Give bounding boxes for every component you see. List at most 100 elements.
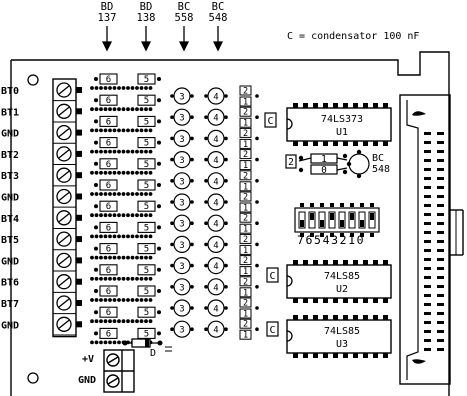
chip-pin: [373, 103, 378, 108]
connector-pin: [424, 321, 431, 324]
lead-dot: [94, 77, 98, 81]
lead-dot: [224, 136, 228, 141]
pad-dot: [117, 170, 121, 175]
pad-dot: [99, 298, 103, 302]
lead-dot: [190, 327, 194, 332]
resistor-2-box: [239, 106, 252, 117]
resistor-5-box: [137, 73, 156, 85]
lead-dot: [94, 161, 98, 166]
chip-pin: [303, 103, 308, 108]
terminal-label-10: BT7: [1, 299, 19, 310]
pad-dot: [90, 340, 94, 345]
pad-dot: [144, 128, 148, 133]
chip-pin: [383, 260, 388, 265]
pad-dot: [117, 192, 121, 196]
connector-pin: [424, 177, 431, 180]
chip-pin: [303, 353, 308, 358]
pad-dot: [135, 107, 139, 112]
pad-dot: [94, 86, 99, 90]
resistor-5-box: [137, 306, 156, 318]
pad-dot: [121, 255, 126, 260]
chip-u2: 74LS85 U2: [286, 264, 392, 299]
lead-dot: [342, 169, 348, 175]
connector-pin: [437, 294, 444, 297]
resistor-2-box: [239, 255, 252, 266]
pad-dot: [139, 149, 144, 154]
chip-u3-body: [286, 319, 392, 354]
pad-dot: [139, 128, 144, 133]
pad-dot: [103, 276, 108, 281]
dip-switch-pin: [360, 233, 364, 237]
pad-strip: [90, 255, 153, 260]
resistor-5-box: [137, 115, 156, 127]
chip-pin: [303, 141, 308, 146]
pad-dot: [117, 255, 121, 260]
connector-pin: [424, 330, 431, 333]
pad-dot: [103, 86, 108, 90]
pad-dot: [99, 128, 103, 133]
pad-dot: [144, 255, 148, 260]
pad-dot: [144, 149, 148, 154]
resistor-6-label: 6: [106, 139, 111, 149]
pad-dot: [144, 319, 148, 324]
pad-dot: [121, 213, 126, 218]
pad-dot: [112, 276, 117, 281]
resistor-2-label: 2: [243, 214, 248, 224]
resistor-1-label: 1: [243, 98, 248, 108]
dip-switch-pin: [300, 233, 304, 237]
pad-dot: [148, 319, 153, 324]
terminal-label-5: GND: [1, 193, 19, 204]
connector-pin: [424, 285, 431, 288]
connector-pin: [424, 294, 431, 297]
chip-u1-part: 74LS373: [321, 114, 363, 125]
pad-strip: [90, 86, 153, 90]
transistor-4: [207, 151, 225, 169]
pad-dot: [94, 234, 99, 239]
transistor-4: [207, 129, 225, 147]
lead-dot: [94, 183, 98, 187]
lead-dot: [94, 204, 98, 209]
chip-pin: [343, 103, 348, 108]
lead-dot: [190, 221, 194, 225]
resistor-6-box: [99, 285, 118, 297]
pad-dot: [135, 234, 139, 239]
terminal-label-4: BT3: [1, 171, 19, 182]
chip-u2-notch: [286, 275, 293, 287]
lead-dot: [157, 98, 161, 103]
connector-pin: [424, 258, 431, 261]
pad-dot: [90, 298, 94, 302]
pad-dot: [148, 192, 153, 196]
pad-dot: [130, 213, 135, 218]
transistor-3: [173, 278, 191, 296]
connector-pin: [437, 312, 444, 315]
pad-dot: [130, 86, 135, 90]
connector-pin: [437, 267, 444, 270]
screw-slot: [58, 128, 70, 138]
transistor-3: [173, 87, 191, 105]
transistor-4-label: 4: [213, 199, 218, 209]
lead-dot: [170, 115, 174, 119]
pad-dot: [103, 192, 108, 196]
pad-dot: [126, 213, 130, 218]
lead-dot: [94, 246, 98, 251]
pad-strip: [90, 107, 153, 112]
chip-u1-notch: [286, 118, 293, 130]
label-bd138-line2: 138: [137, 12, 156, 24]
pad-dot: [139, 170, 144, 175]
lead-dot: [190, 94, 194, 98]
resistor-5-box: [137, 94, 156, 106]
pad-dot: [126, 298, 130, 302]
lead-dot: [170, 200, 174, 204]
pad-dot: [94, 170, 99, 175]
pad-dot: [90, 149, 94, 154]
capacitor-u3: [266, 321, 279, 337]
resistor-2-label: 2: [243, 299, 248, 309]
pad-dot: [112, 149, 117, 154]
lead-dot: [224, 94, 228, 98]
resistor-2-label: 2: [243, 320, 248, 330]
pad-dot: [103, 128, 108, 133]
screw-slot: [58, 85, 70, 95]
terminal-pad: [76, 108, 82, 115]
pad-dot: [121, 192, 126, 196]
mid-mark-2-box: [285, 154, 297, 169]
